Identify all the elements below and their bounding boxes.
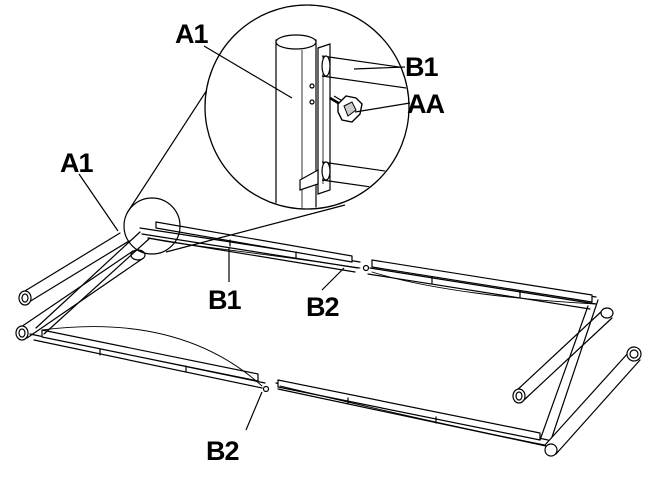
label-aa-detail: AA: [407, 89, 444, 119]
leg-right-front: [544, 346, 642, 457]
label-b2-frame-bottom: B2: [206, 436, 239, 466]
rail-b2-rear: [362, 259, 597, 310]
end-rail-left: [35, 231, 151, 335]
rail-b1-front: [29, 329, 266, 389]
label-b1-frame: B1: [208, 285, 241, 315]
label-a1-detail: A1: [175, 19, 208, 49]
thumb-screw-icon: [329, 95, 363, 123]
end-rail-right: [539, 299, 599, 441]
leg-right-rear: [512, 307, 614, 404]
detail-post-a1: [275, 34, 317, 208]
magnifier-target-circle: [123, 197, 181, 255]
frame-assembly: [15, 221, 642, 457]
label-b2-frame-top: B2: [306, 292, 339, 322]
cross-straps: [41, 237, 597, 446]
leg-a1-left-rear: [18, 232, 130, 306]
rail-b2-front: [262, 379, 549, 447]
detail-view: [204, 4, 410, 210]
leader-lines: [78, 45, 411, 431]
label-a1-frame: A1: [60, 148, 93, 178]
label-b1-detail: B1: [405, 52, 438, 82]
